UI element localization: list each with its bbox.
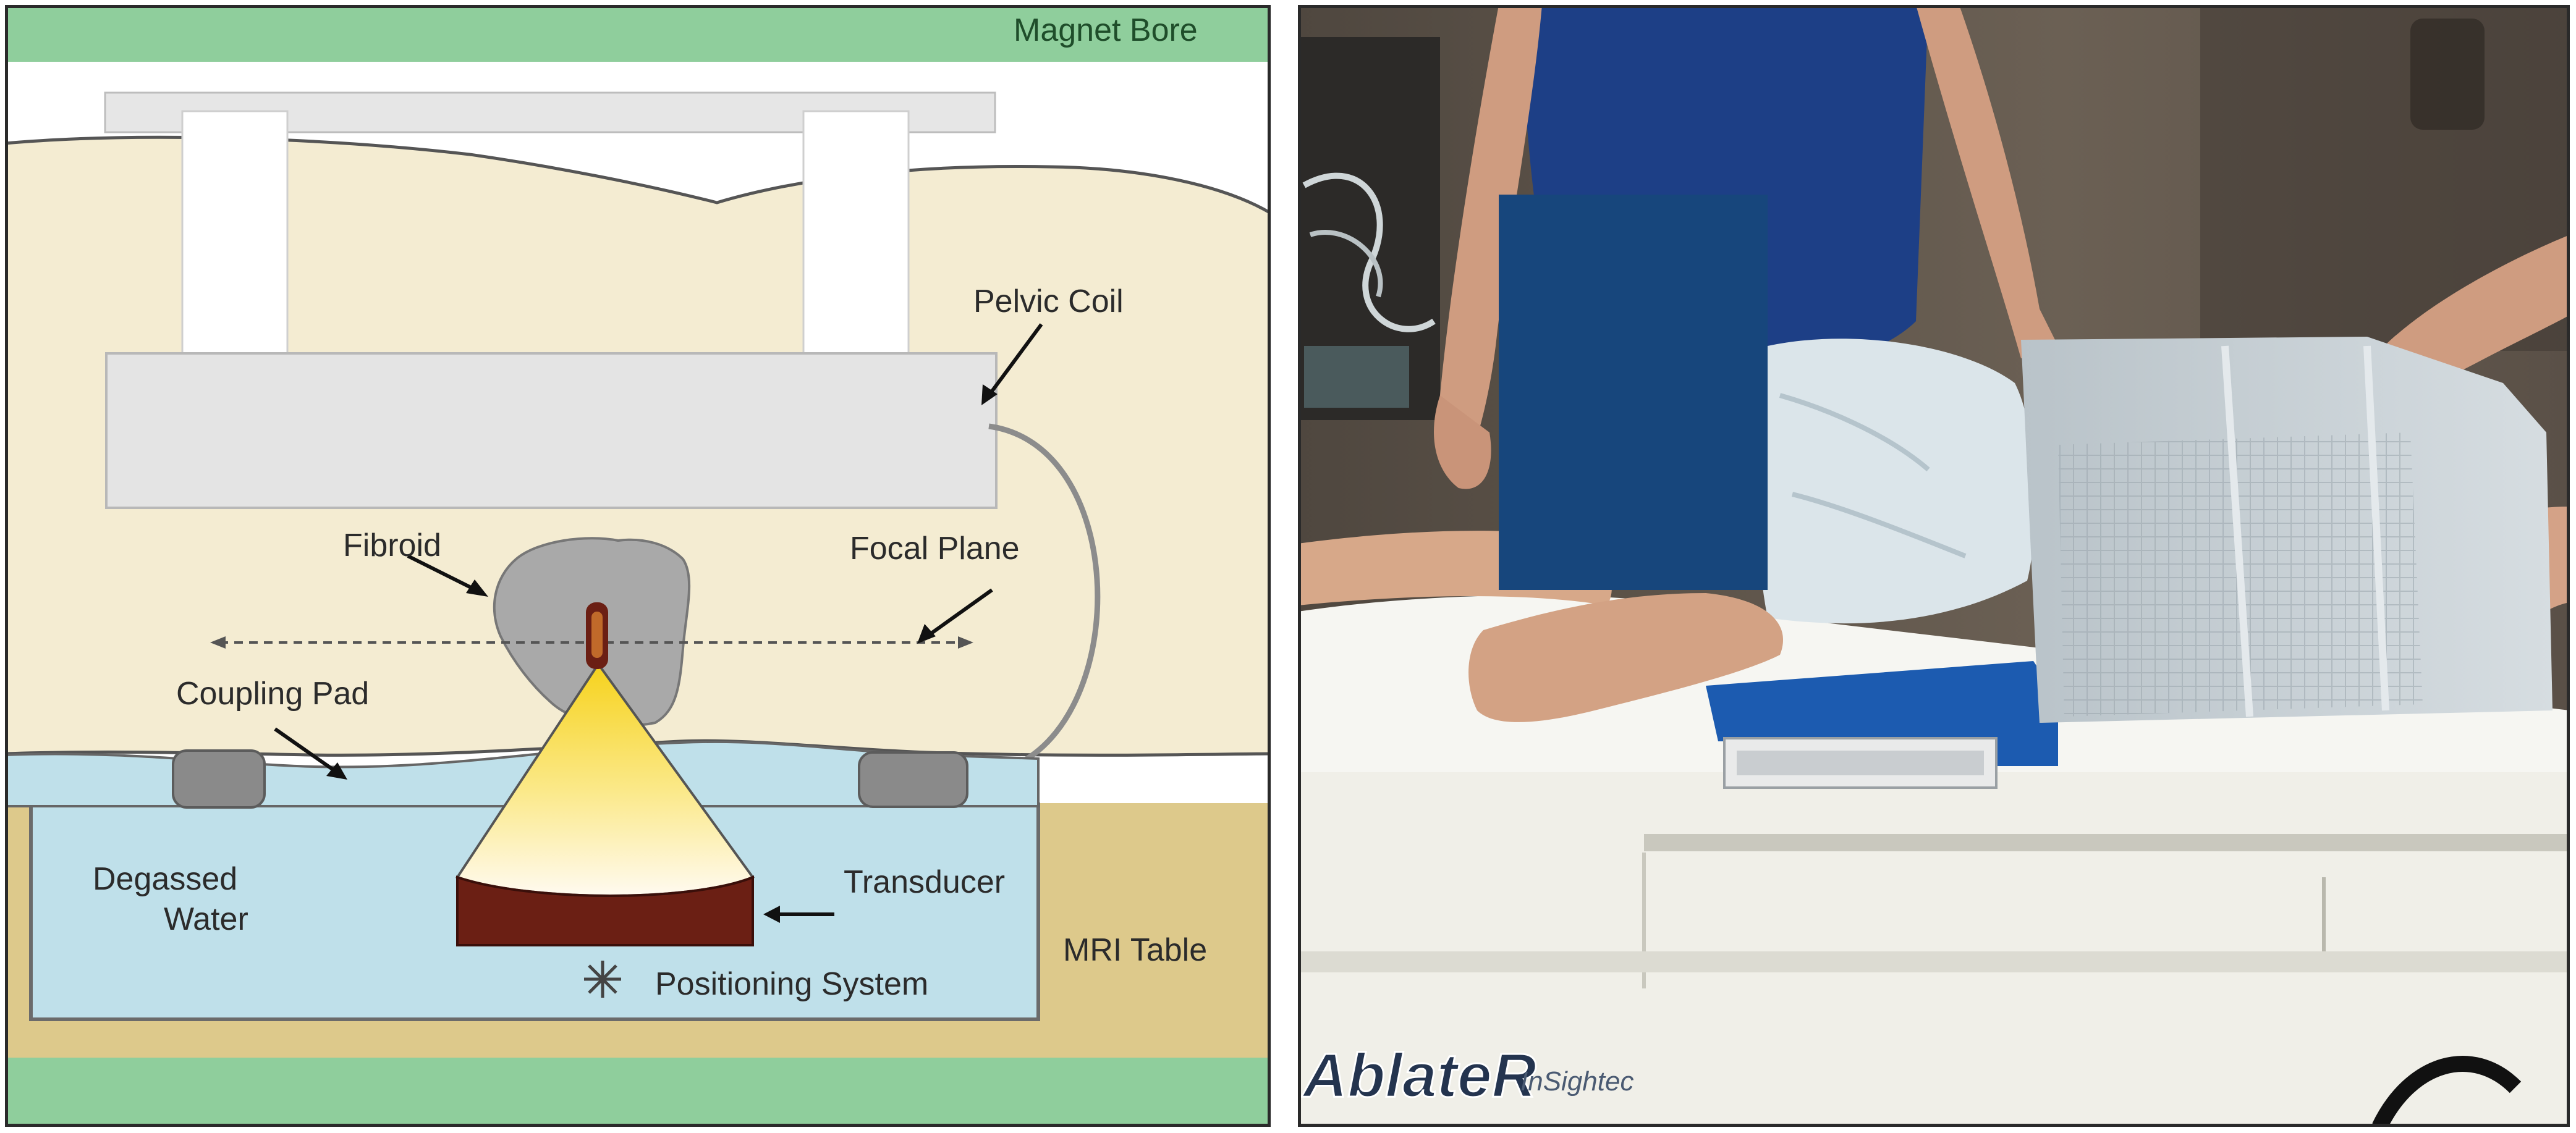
magnet-bore-bottom xyxy=(5,1058,1271,1127)
coil-post-left xyxy=(181,110,289,375)
water-label: Water xyxy=(164,901,248,937)
patient-gown xyxy=(1756,339,2036,624)
cable xyxy=(2372,1056,2522,1127)
positioning-system-label: Positioning System xyxy=(655,966,928,1002)
transducer xyxy=(456,875,754,946)
magnet-bore-label: Magnet Bore xyxy=(1014,12,1198,48)
coupling-pad-label: Coupling Pad xyxy=(176,676,369,712)
diagram-panel: Magnet Bore xyxy=(5,5,1271,1127)
pelvic-coil-label: Pelvic Coil xyxy=(973,284,1124,319)
transducer-label: Transducer xyxy=(844,864,1005,900)
focal-plane-label: Focal Plane xyxy=(850,531,1020,566)
coil-post-right xyxy=(802,110,910,375)
focal-plane-arrowhead-left xyxy=(210,636,226,649)
svg-text:InSightec: InSightec xyxy=(1520,1066,1633,1097)
staff-arm-left xyxy=(1438,5,1542,470)
pelvic-coil xyxy=(105,352,998,509)
pad-right xyxy=(858,751,968,808)
patient-arm-lower xyxy=(1468,593,1783,722)
mri-table-label: MRI Table xyxy=(1063,932,1207,968)
degassed-label: Degassed xyxy=(93,861,237,897)
label-arrows xyxy=(274,323,1043,923)
svg-text:AblateR: AblateR xyxy=(1301,1041,1536,1110)
fibroid-label: Fibroid xyxy=(343,528,441,563)
face-privacy-box xyxy=(1499,195,1768,590)
positioning-system-icon xyxy=(584,961,621,998)
staff-arm-right xyxy=(1916,5,2058,358)
ablate-logo: AblateR InSightec xyxy=(1300,1040,1634,1111)
photo-panel: AblateR InSightec xyxy=(1298,5,2570,1127)
pad-left xyxy=(172,749,266,809)
focal-plane-arrowhead-right xyxy=(958,636,973,649)
magnet-bore-top xyxy=(5,5,1271,62)
